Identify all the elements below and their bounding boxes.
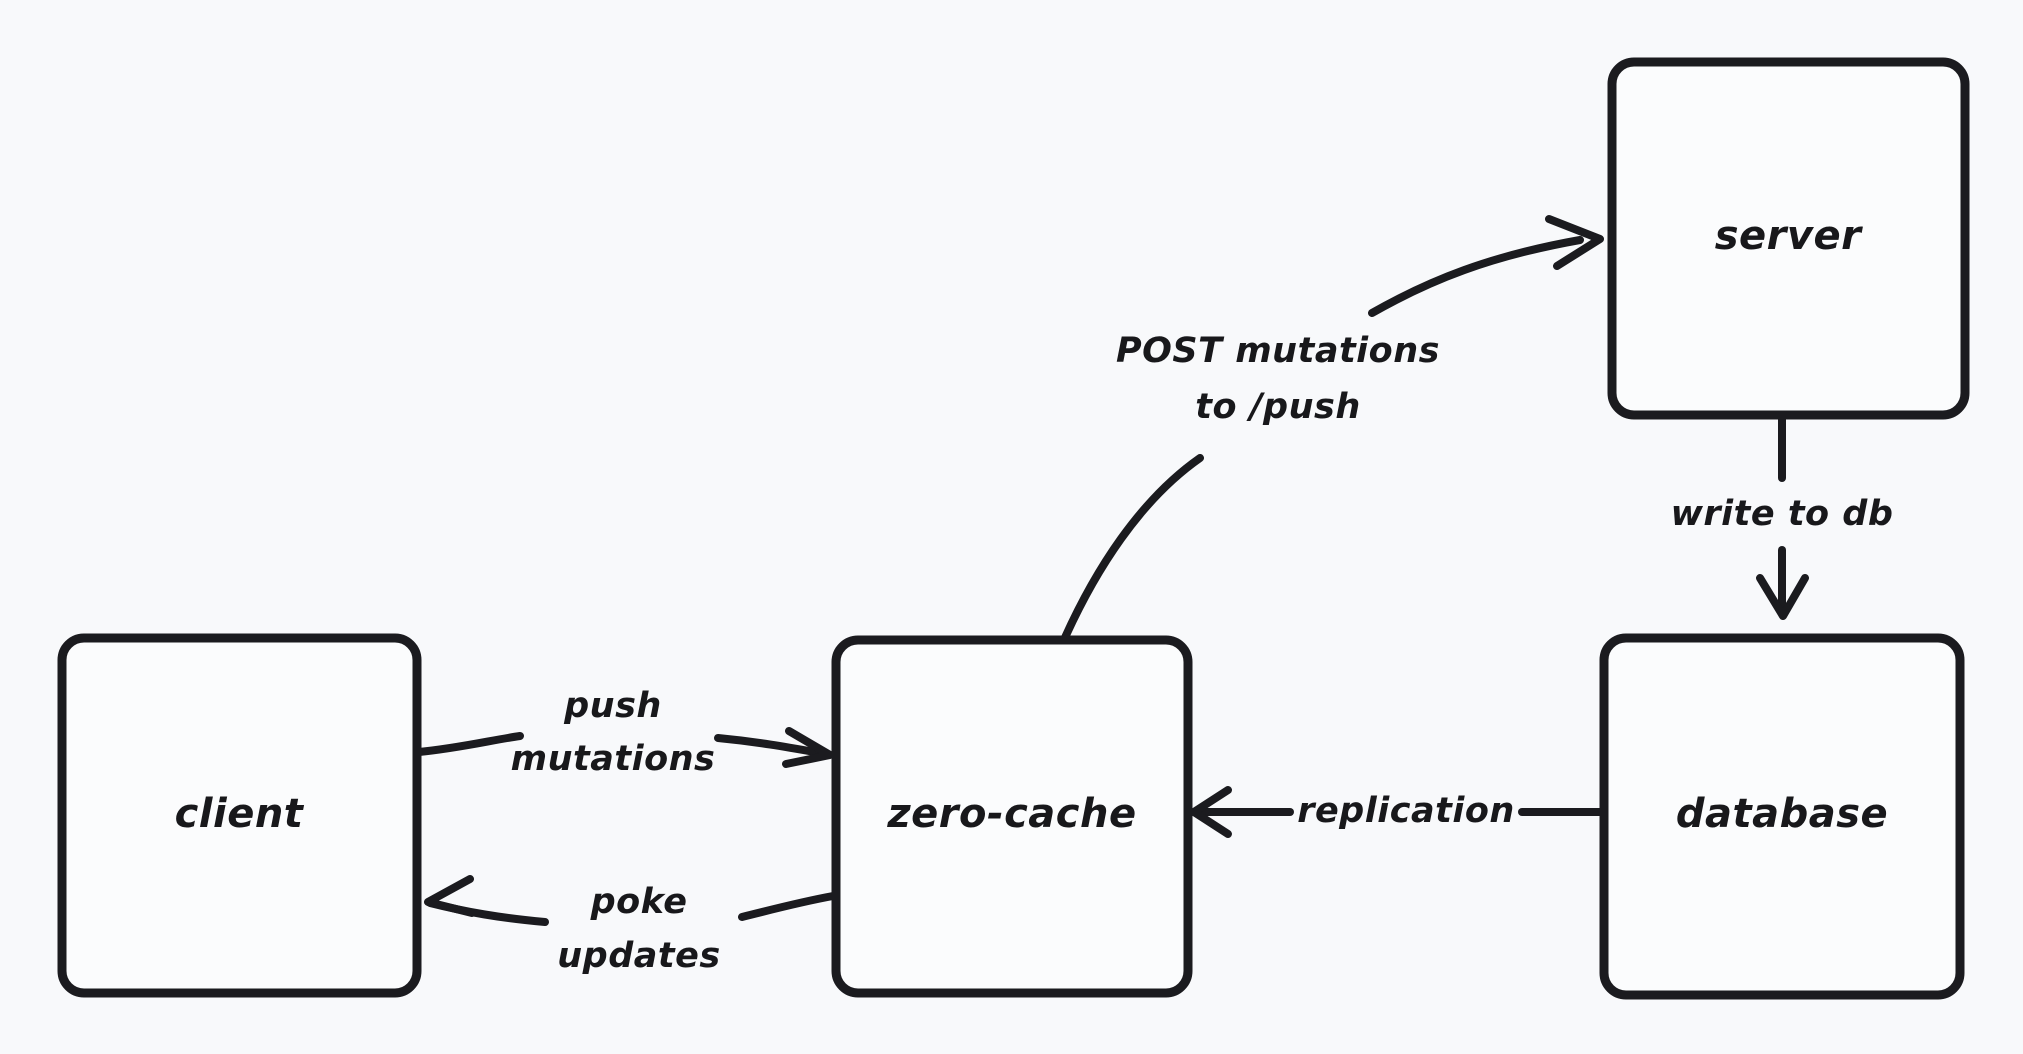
edge-replication-arrowhead: [1190, 786, 1232, 838]
node-client-box[interactable]: [57, 633, 422, 998]
edge-label-write-to-db-line1: write to db: [1671, 494, 1894, 534]
edge-label-poke-updates: poke updates: [557, 882, 720, 976]
node-server[interactable]: server: [1607, 57, 1970, 420]
edge-post-mutations-arrowhead: [1545, 215, 1604, 270]
edge-label-push-mutations-line1: push: [563, 686, 662, 726]
edge-label-push-mutations-line2: mutations: [511, 739, 716, 779]
node-database-box[interactable]: [1599, 633, 1965, 1000]
edge-poke-updates: [424, 875, 837, 926]
node-zero-cache-label: zero-cache: [886, 791, 1136, 837]
edge-push-mutations-line-right: [714, 734, 830, 758]
edge-replication: [1190, 786, 1604, 838]
edge-push-mutations: [415, 727, 834, 768]
edge-label-post-mutations-line2: to /push: [1195, 387, 1360, 427]
edge-label-replication-line1: replication: [1297, 791, 1515, 831]
edge-label-write-to-db: write to db: [1671, 494, 1894, 534]
edge-label-post-mutations-line1: POST mutations: [1116, 331, 1440, 371]
edge-label-post-mutations-to-push: POST mutations to /push: [1116, 331, 1440, 427]
edge-post-mutations-to-push: [1059, 215, 1604, 646]
edge-write-to-db-arrowhead: [1756, 574, 1809, 620]
edge-push-mutations-arrowhead: [782, 727, 834, 768]
node-database-label: database: [1676, 791, 1888, 837]
edge-push-mutations-line-left: [415, 732, 524, 756]
node-zero-cache-box[interactable]: [831, 635, 1193, 998]
node-database[interactable]: database: [1599, 633, 1965, 1000]
edge-label-replication: replication: [1297, 791, 1515, 831]
node-zero-cache[interactable]: zero-cache: [831, 635, 1193, 998]
edge-poke-updates-arrowhead: [424, 875, 476, 917]
node-server-box[interactable]: [1607, 57, 1970, 420]
edge-poke-updates-line-right: [738, 892, 837, 921]
edge-label-push-mutations: push mutations: [511, 686, 716, 779]
edge-write-to-db: [1756, 414, 1809, 620]
node-server-label: server: [1715, 213, 1863, 259]
node-client-label: client: [175, 791, 305, 837]
edge-label-poke-updates-line2: updates: [557, 936, 720, 976]
node-client[interactable]: client: [57, 633, 422, 998]
edge-post-mutations-line-lower: [1059, 454, 1204, 646]
edge-label-poke-updates-line1: poke: [590, 882, 688, 922]
edge-post-mutations-line-upper: [1368, 236, 1584, 317]
